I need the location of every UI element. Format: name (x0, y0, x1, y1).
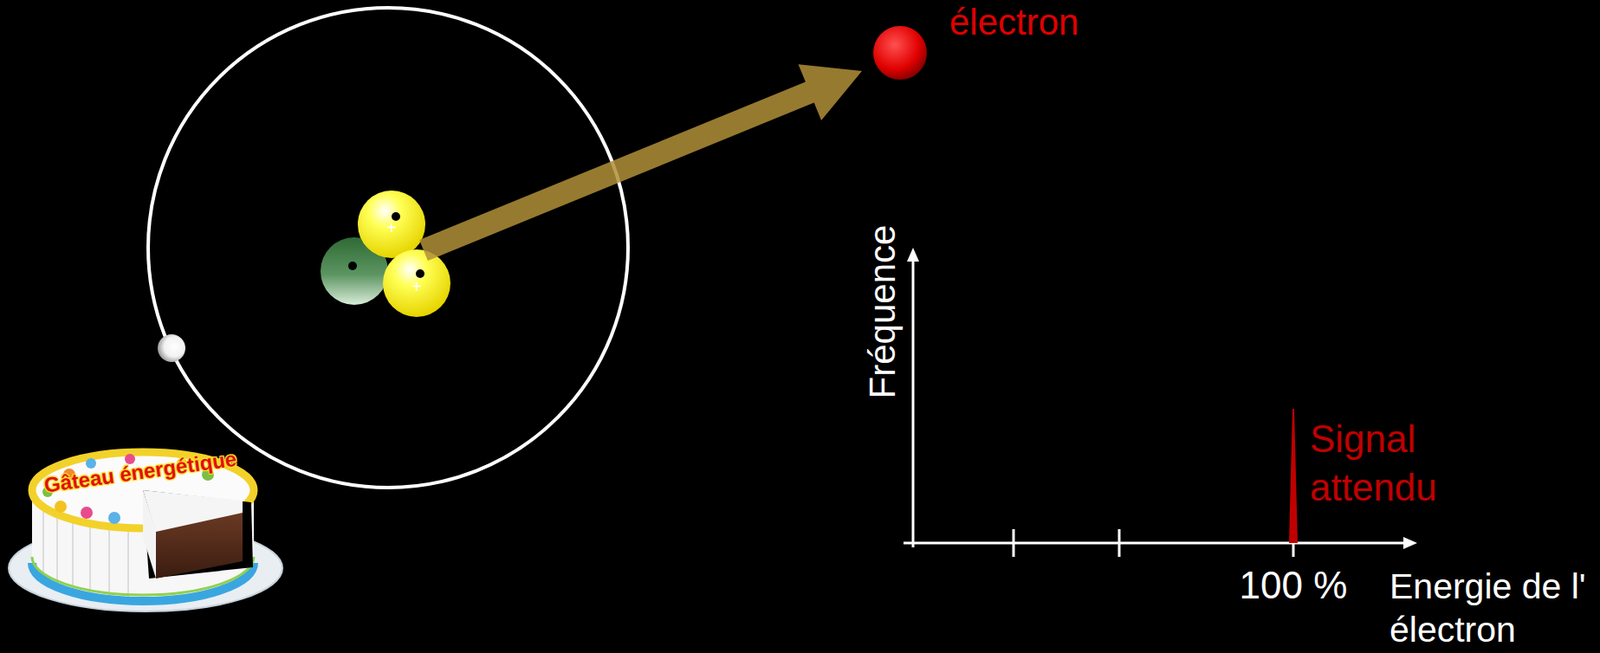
slice-gap (142, 490, 253, 579)
cake-ridges (89, 522, 91, 596)
cake-ridges (108, 524, 111, 600)
emitted-electron (873, 25, 927, 80)
charge-sign: + (411, 277, 422, 298)
signal-label: Signal attendu (1309, 414, 1484, 512)
proton (382, 249, 451, 318)
y-axis (912, 258, 915, 548)
x-axis-head (1403, 537, 1418, 550)
emission-arrow (419, 64, 862, 261)
axis-title: Energie de l' électron (1389, 564, 1594, 652)
tick (1118, 529, 1121, 558)
charge-sign: + (386, 218, 397, 239)
atom (148, 7, 629, 488)
proton (357, 190, 426, 259)
orbit-electron (157, 334, 186, 363)
y-axis-head (906, 247, 920, 262)
tick (1012, 529, 1016, 558)
particle-label: électron (949, 1, 1079, 44)
orbit (148, 7, 629, 488)
cream-layer (142, 490, 243, 532)
chart (903, 247, 1418, 558)
cake-ridges (56, 512, 59, 586)
axis-title: Fréquence (861, 225, 904, 400)
candy-dots (80, 506, 93, 519)
signal-peak (1289, 408, 1298, 544)
cake-label: Gâteau énergétique (42, 446, 239, 499)
cake-ridges (127, 526, 130, 602)
candy-dots (54, 500, 67, 513)
cake-ridges (71, 518, 74, 592)
cake-ridges (42, 506, 45, 579)
candy-dots (108, 511, 121, 525)
neutron-dot (348, 261, 357, 271)
x-axis (903, 542, 1406, 545)
cake-body (32, 490, 254, 602)
tick-label: 100 % (1239, 563, 1348, 609)
